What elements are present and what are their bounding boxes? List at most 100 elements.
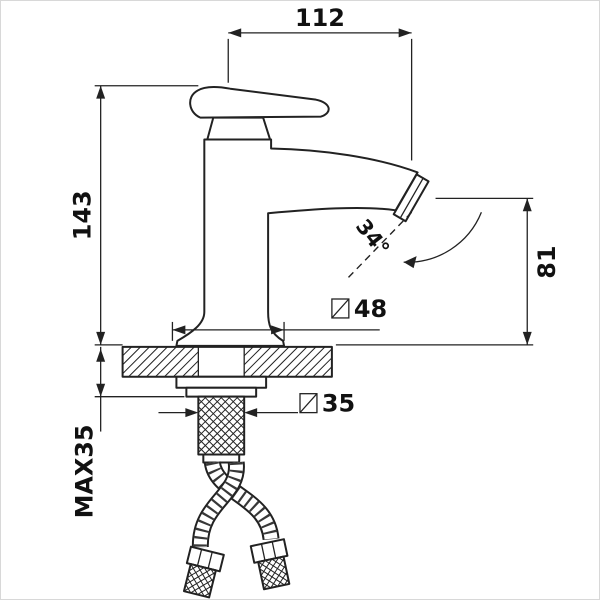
dimension-max-mounting-thickness: MAX35 [71,346,185,518]
diameter-symbol-box [299,393,318,414]
hose-collar [202,453,241,464]
base-diameter-label: 48 [354,295,387,323]
hatch-line [183,571,216,592]
hatch-line [284,578,289,586]
hatch-line [197,565,212,589]
hatch-line [243,346,272,375]
arrowhead [96,348,106,362]
hatch-line [330,375,333,378]
hatch-line [122,346,141,366]
arrowhead [271,325,285,335]
supply-hose-right [203,460,280,541]
hatch-line [128,346,159,378]
arrowhead [244,408,258,418]
hatch-line [137,346,168,378]
angle-annotation: 34° [347,211,482,279]
hatch-line [219,396,245,421]
dimension-base-diameter: 48 [171,295,387,341]
hatch-line [182,360,199,378]
dimension-spout-outlet-height: 81 [335,197,561,346]
hatch-line [203,396,245,437]
hatch-line [243,346,254,357]
hatch-line [190,563,211,596]
hose-fitting-right-barrel [257,555,291,591]
arrowhead [96,331,106,345]
hatch-line [267,346,299,378]
hose-fitting-left-barrel [182,563,217,599]
hatch-line [235,396,245,406]
hatch-line [249,346,281,378]
hatch-line [259,568,285,586]
cartridge-cap [206,116,272,141]
hatch-line [262,582,272,589]
hatch-line [227,396,245,413]
hatch-line [211,396,245,429]
stream-angle-label: 34° [351,215,394,261]
hatch-line [257,561,290,583]
hatch-line [122,346,150,375]
arrowhead [522,331,532,345]
hatch-line [204,592,211,597]
angle-arc [403,212,482,263]
hatch-line [210,568,216,576]
hatch-line [197,398,245,445]
hose-fitting-right [249,538,291,591]
arrowhead [185,408,199,418]
hatch-line [188,570,205,597]
diameter-symbol-icon [331,298,350,319]
hatch-line [197,406,245,453]
hatch-line [312,357,333,378]
hatch-line [294,346,326,378]
hatch-line [263,558,285,590]
mounting-washer [185,386,258,398]
arrowhead [96,383,106,397]
dimension-top-width: 112 [227,4,413,161]
hatch-line [264,560,288,576]
hatch-line [303,348,333,378]
hatch-line [173,351,199,378]
faucet [175,86,430,347]
hatch-line [155,346,186,378]
dimension-overall-height: 143 [69,85,199,346]
counter-slab [121,345,333,378]
arrowhead [522,198,532,212]
diameter-symbol-slash [299,393,318,414]
hatch-line [203,567,214,583]
hose-fitting-left [182,545,225,599]
counter-section [121,345,333,378]
hatch-line [277,571,288,587]
hose-fitting-right-facet [271,541,277,559]
hatch-line [197,585,213,595]
diameter-symbol-box [331,298,350,319]
hatch-line [278,557,285,562]
hatch-line [271,558,287,569]
hatch-line [260,575,278,587]
handle-lever [189,86,330,119]
hatch-line [197,414,239,455]
supply-hose-left [191,461,245,548]
hatch-line [258,346,290,378]
supply-hose-right-braid [205,460,278,541]
arrowhead [172,325,186,335]
arrowhead [228,28,242,38]
overall-height-label: 143 [69,190,97,240]
water-stream-axis [347,211,413,279]
counter-hatch-right [243,346,333,378]
hatch-line [219,430,245,455]
aerator-detail [400,177,425,218]
hatch-line [197,430,223,455]
mounting-hardware [175,375,268,464]
hatch-line [185,584,192,594]
hatch-line [197,422,231,455]
hatch-line [276,346,308,378]
hose-fitting-right-facet [260,543,266,561]
hatch-line [191,369,199,378]
diameter-symbol-slash [331,298,350,319]
mounting-flange [175,375,268,389]
hatch-line [122,346,132,357]
top-width-label: 112 [295,4,345,32]
hatch-line [197,446,207,455]
hatch-line [186,577,198,595]
hatch-line [164,346,195,378]
